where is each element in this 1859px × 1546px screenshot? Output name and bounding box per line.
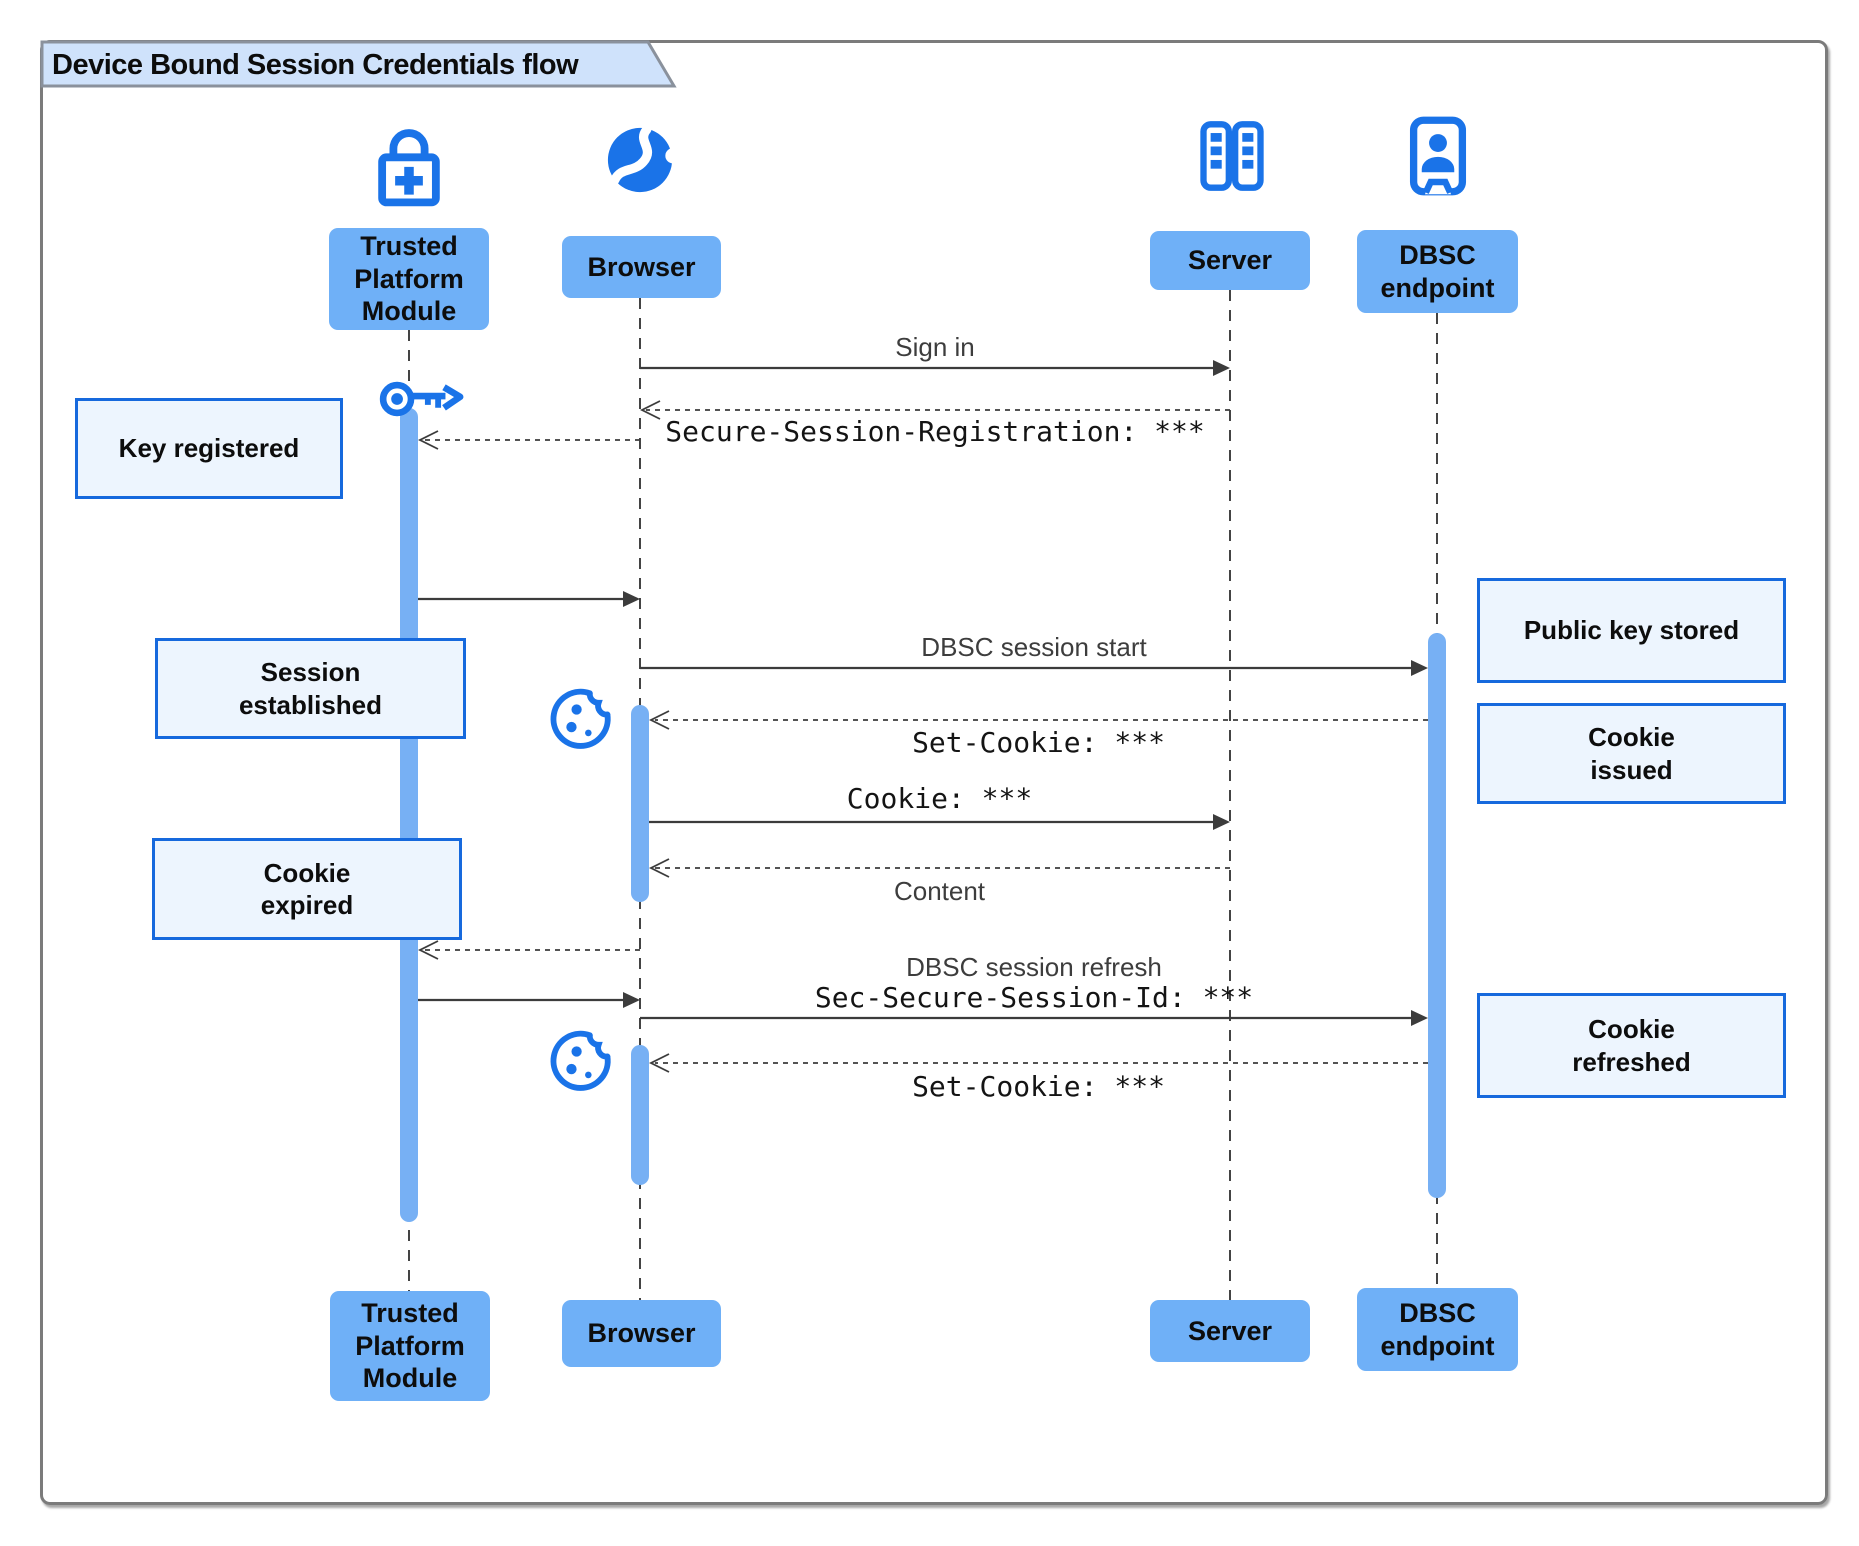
note-public-key-stored: Public key stored bbox=[1477, 578, 1786, 683]
arrowhead-tpm-to-browser-1 bbox=[623, 591, 640, 607]
arrowhead-browser-to-tpm-2 bbox=[417, 940, 439, 960]
note-key-registered: Key registered bbox=[75, 398, 343, 499]
key-icon bbox=[379, 381, 464, 417]
server-rack-icon bbox=[1200, 121, 1264, 191]
arrowhead-dbsc-session-refresh bbox=[1411, 1010, 1428, 1026]
arrowhead-cookie bbox=[1213, 814, 1230, 830]
note-session-established: Session established bbox=[155, 638, 466, 739]
participant-tpm-top: Trusted Platform Module bbox=[329, 228, 489, 330]
message-label-session-registration: Secure-Session-Registration: *** bbox=[665, 415, 1205, 448]
message-label-content: Content bbox=[893, 876, 986, 906]
activation-browser-2 bbox=[631, 1045, 649, 1185]
message-label-set-cookie-2: Set-Cookie: *** bbox=[912, 1070, 1165, 1103]
activation-browser-1 bbox=[631, 705, 649, 902]
participant-tpm-bottom: Trusted Platform Module bbox=[330, 1291, 490, 1401]
arrowhead-set-cookie-1 bbox=[648, 710, 670, 730]
id-badge-icon bbox=[1409, 116, 1467, 196]
diagram-frame bbox=[40, 40, 1828, 1505]
message-label-set-cookie-1: Set-Cookie: *** bbox=[912, 726, 1165, 759]
globe-icon bbox=[607, 124, 678, 193]
arrowhead-dbsc-session-start bbox=[1411, 660, 1428, 676]
arrowhead-browser-to-tpm-1 bbox=[417, 430, 439, 450]
arrowhead-session-registration bbox=[639, 400, 661, 420]
participant-server-top: Server bbox=[1150, 231, 1310, 290]
arrowhead-set-cookie-2 bbox=[648, 1053, 670, 1073]
title-tab-shape bbox=[40, 40, 677, 88]
cookie-icon bbox=[550, 1030, 611, 1091]
participant-browser-top: Browser bbox=[562, 236, 721, 298]
participant-server-bottom: Server bbox=[1150, 1300, 1310, 1362]
message-label-sign-in: Sign in bbox=[895, 332, 975, 362]
lock-plus-icon bbox=[378, 129, 440, 207]
participant-browser-bottom: Browser bbox=[562, 1300, 721, 1367]
note-cookie-refreshed: Cookie refreshed bbox=[1477, 993, 1786, 1098]
arrowhead-tpm-to-browser-2 bbox=[623, 992, 640, 1008]
arrowhead-content bbox=[648, 858, 670, 878]
activation-dbsc bbox=[1428, 633, 1446, 1198]
note-cookie-issued: Cookie issued bbox=[1477, 703, 1786, 804]
participant-dbsc-bottom: DBSC endpoint bbox=[1357, 1288, 1518, 1371]
participant-dbsc-top: DBSC endpoint bbox=[1357, 230, 1518, 313]
message-label-cookie: Cookie: *** bbox=[846, 782, 1033, 815]
diagram-title: Device Bound Session Credentials flow bbox=[52, 49, 579, 81]
message-label-sec-secure-session-id: Sec-Secure-Session-Id: *** bbox=[814, 981, 1254, 1014]
message-label-dbsc-session-start: DBSC session start bbox=[921, 632, 1147, 662]
message-label-dbsc-session-refresh: DBSC session refresh bbox=[906, 952, 1162, 982]
activation-tpm bbox=[400, 408, 418, 1222]
note-cookie-expired: Cookie expired bbox=[152, 838, 462, 940]
cookie-icon bbox=[550, 688, 611, 749]
arrowhead-sign-in bbox=[1213, 360, 1230, 376]
diagram-title-tab bbox=[40, 40, 680, 88]
